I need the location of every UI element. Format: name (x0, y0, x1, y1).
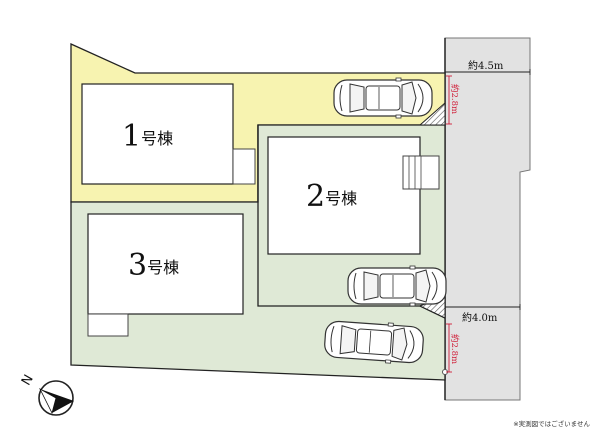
building-2-label: 2号棟 (306, 179, 357, 214)
north-arrow-icon (38, 380, 74, 416)
building-2-suffix: 号棟 (325, 189, 357, 208)
building-1 (81, 83, 234, 185)
hatched-wedge-top (418, 101, 446, 126)
frontage-bottom: 約2.8m (449, 334, 460, 364)
building-3-number: 3 (128, 248, 147, 283)
frontage-bottom-dimension (446, 323, 452, 373)
frontage-top: 約2.8m (449, 84, 460, 114)
building-3 (87, 213, 244, 315)
compass-label: N (19, 372, 37, 388)
building-1-porch (232, 148, 256, 185)
building-1-number: 1 (122, 119, 141, 154)
building-1-suffix: 号棟 (141, 129, 173, 148)
road-width-bottom-dimension (445, 304, 521, 310)
frontage-top-dimension (446, 75, 452, 125)
road-width-top-dimension (444, 69, 531, 75)
building-2-steps (402, 155, 440, 190)
road-width-bottom: 約4.0m (462, 311, 498, 324)
disclaimer-note: ※実測図ではございません (513, 420, 590, 428)
building-3-porch (87, 313, 129, 337)
building-2-number: 2 (306, 179, 325, 214)
building-3-suffix: 号棟 (147, 258, 179, 277)
building-3-label: 3号棟 (128, 248, 179, 283)
car-icon (347, 265, 447, 307)
road-width-top: 約4.5m (468, 59, 504, 72)
car-icon (333, 77, 433, 119)
building-1-label: 1号棟 (122, 119, 173, 154)
building-2 (267, 136, 421, 255)
